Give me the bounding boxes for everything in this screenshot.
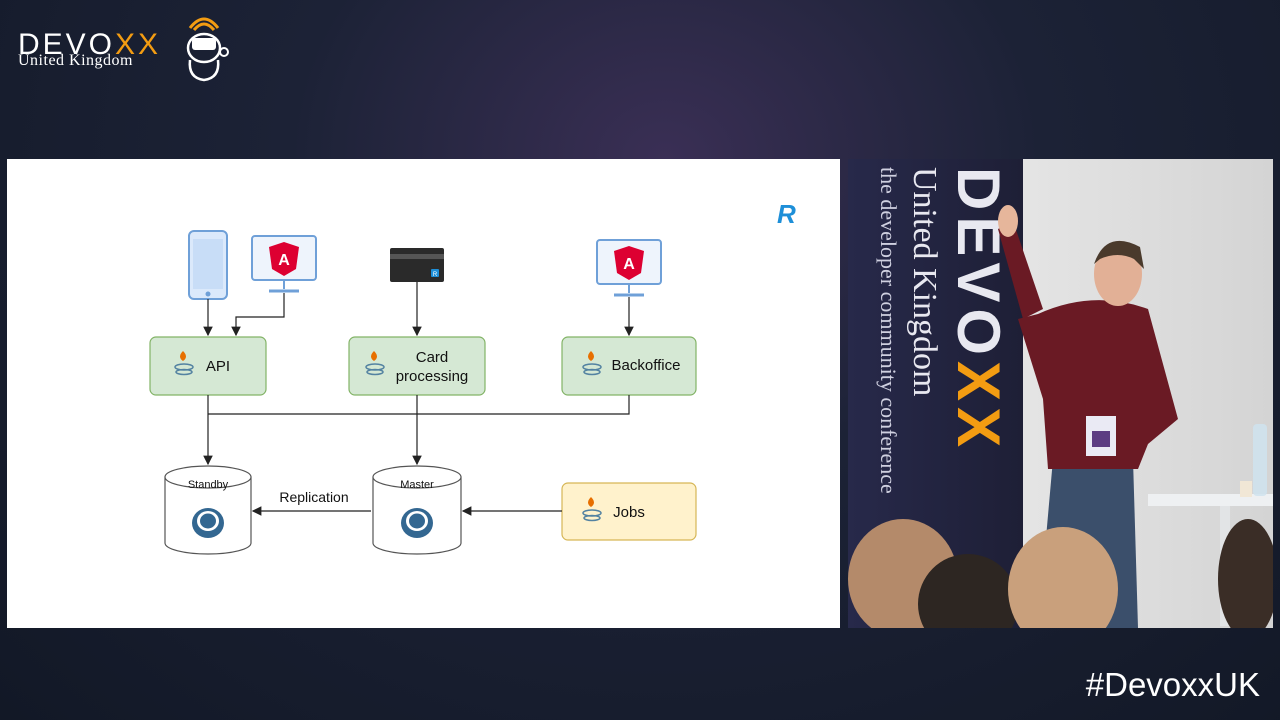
event-hashtag: #DevoxxUK: [1085, 666, 1260, 703]
svg-text:R: R: [777, 199, 796, 229]
master-database-node: Master: [372, 465, 462, 555]
audience-head: [918, 554, 1018, 628]
coffee-cup: [1240, 481, 1252, 497]
revolut-logo-icon: R: [777, 199, 796, 229]
java-icon: [365, 351, 385, 376]
logo-wordmark: DEVOXX: [18, 28, 162, 61]
table: [1148, 494, 1273, 506]
audience-head: [1008, 527, 1118, 628]
presentation-slide: R A R A: [7, 159, 840, 628]
logo-subtitle: United Kingdom: [18, 52, 133, 69]
svg-text:API: API: [206, 358, 230, 375]
angular-backoffice-client-icon: A: [596, 239, 662, 297]
postgresql-elephant-icon: [401, 508, 433, 538]
speaker-video: DEVOXX United Kingdom the developer comm…: [848, 159, 1273, 628]
jobs-service-node: Jobs: [561, 482, 697, 541]
service-db-connections: [203, 395, 630, 466]
java-icon: [174, 351, 194, 376]
replication-edge: Replication: [251, 489, 371, 516]
svg-text:Standby: Standby: [188, 479, 229, 491]
svg-text:Card: Card: [416, 349, 449, 366]
java-icon: [582, 351, 602, 376]
svg-text:A: A: [278, 252, 290, 269]
java-icon: [582, 497, 602, 522]
postgresql-elephant-icon: [192, 508, 224, 538]
speaker-head: [1094, 242, 1142, 306]
backoffice-service-node: Backoffice: [561, 336, 697, 396]
svg-text:processing: processing: [396, 368, 469, 385]
architecture-diagram: R A R A: [149, 199, 796, 555]
speaker-figure: [848, 205, 1273, 628]
speaker-sweater: [1018, 300, 1178, 469]
angular-web-client-icon: A: [251, 235, 317, 293]
card-processing-service-node: Card processing: [348, 336, 486, 396]
svg-text:Master: Master: [400, 479, 434, 491]
svg-text:Replication: Replication: [279, 489, 348, 505]
standby-database-node: Standby: [164, 465, 252, 555]
svg-text:A: A: [623, 256, 635, 273]
svg-text:Backoffice: Backoffice: [612, 357, 681, 374]
svg-text:Jobs: Jobs: [613, 504, 645, 521]
raised-hand: [998, 205, 1018, 237]
api-service-node: API: [149, 336, 267, 396]
devoxx-logo: DEVOXX United Kingdom: [16, 8, 236, 84]
svg-text:R: R: [433, 272, 438, 278]
audience-head: [1218, 519, 1273, 628]
mobile-phone-icon: [188, 230, 228, 300]
credit-card-icon: R: [390, 248, 444, 282]
water-bottle: [1253, 424, 1267, 496]
mascot-icon: [186, 17, 229, 82]
client-connections: [203, 282, 634, 337]
